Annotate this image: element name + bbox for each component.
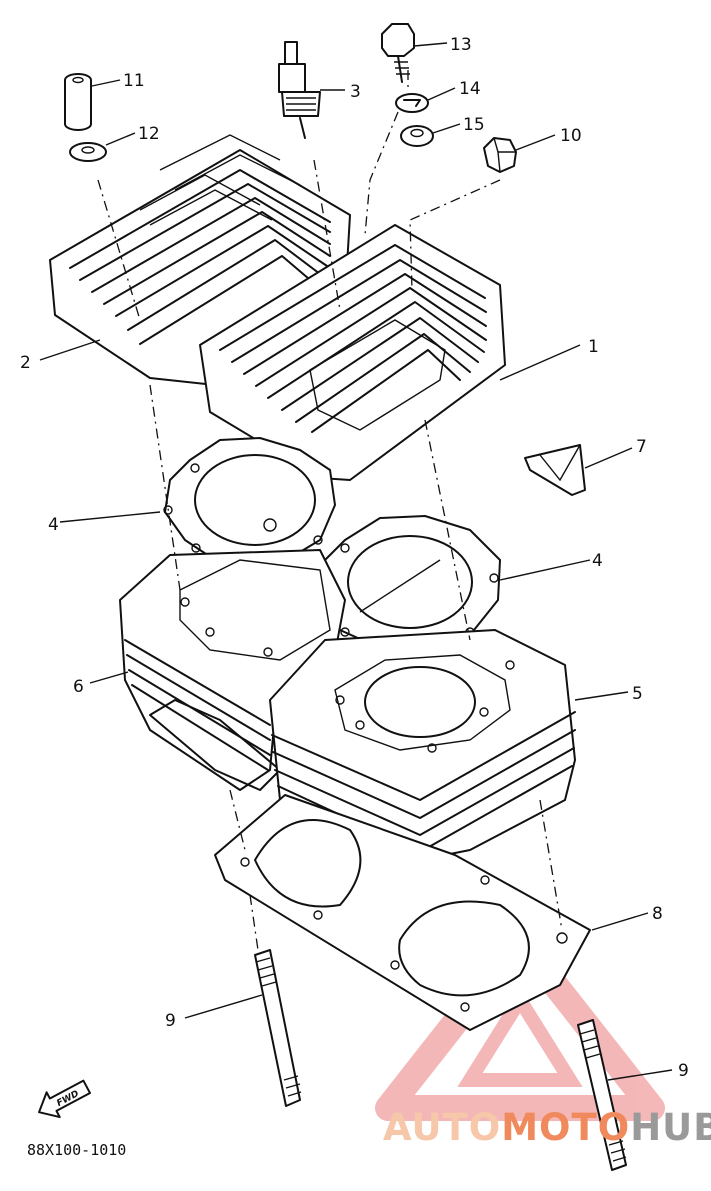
callout-10: 10 xyxy=(560,126,582,146)
front-direction-arrow: FWD xyxy=(38,1079,92,1119)
callout-13: 13 xyxy=(450,35,472,55)
callout-1: 1 xyxy=(588,337,599,357)
watermark-part-moto: MOTO xyxy=(501,1106,630,1149)
washer-15 xyxy=(400,125,434,147)
watermark-text: AUTOMOTOHUB xyxy=(383,1106,711,1149)
callout-5: 5 xyxy=(632,684,643,704)
washer-14 xyxy=(395,93,429,113)
base-gasket xyxy=(214,794,591,1031)
alignment-lines xyxy=(97,70,563,951)
callout-2: 2 xyxy=(20,353,31,373)
callout-7: 7 xyxy=(636,437,647,457)
callout-8: 8 xyxy=(652,904,663,924)
leader-lines xyxy=(39,42,673,1081)
cylinder-left xyxy=(119,549,346,791)
callout-4-right: 4 xyxy=(592,551,603,571)
collar-sleeve xyxy=(64,73,92,131)
callout-14: 14 xyxy=(459,79,481,99)
callout-12: 12 xyxy=(138,124,160,144)
callout-3: 3 xyxy=(350,82,361,102)
watermark-part-hub: HUB xyxy=(630,1106,711,1149)
stud-bolt-right xyxy=(577,1019,627,1171)
stud-bolt-left xyxy=(254,949,302,1107)
nut-10 xyxy=(483,137,517,173)
callout-15: 15 xyxy=(463,115,485,135)
spark-plug xyxy=(278,41,321,139)
callout-6: 6 xyxy=(73,677,84,697)
rubber-damper xyxy=(524,444,586,496)
callout-9-right: 9 xyxy=(678,1061,689,1081)
drawing-code: 88X100-1010 xyxy=(27,1141,126,1159)
svg-text:AUTOMOTOHUB: AUTOMOTOHUB xyxy=(383,1106,711,1149)
callout-labels: 1 2 3 4 4 5 6 7 8 9 9 10 11 12 13 14 15 xyxy=(20,35,689,1081)
callout-11: 11 xyxy=(123,71,145,91)
bolt-13 xyxy=(381,23,415,83)
cylinder-head-right xyxy=(199,224,506,481)
callout-4-left: 4 xyxy=(48,515,59,535)
washer-12 xyxy=(69,142,107,162)
cylinder-right xyxy=(269,629,576,861)
watermark-part-auto: AUTO xyxy=(383,1106,501,1149)
head-gasket-left xyxy=(163,437,336,570)
callout-9-left: 9 xyxy=(165,1011,176,1031)
